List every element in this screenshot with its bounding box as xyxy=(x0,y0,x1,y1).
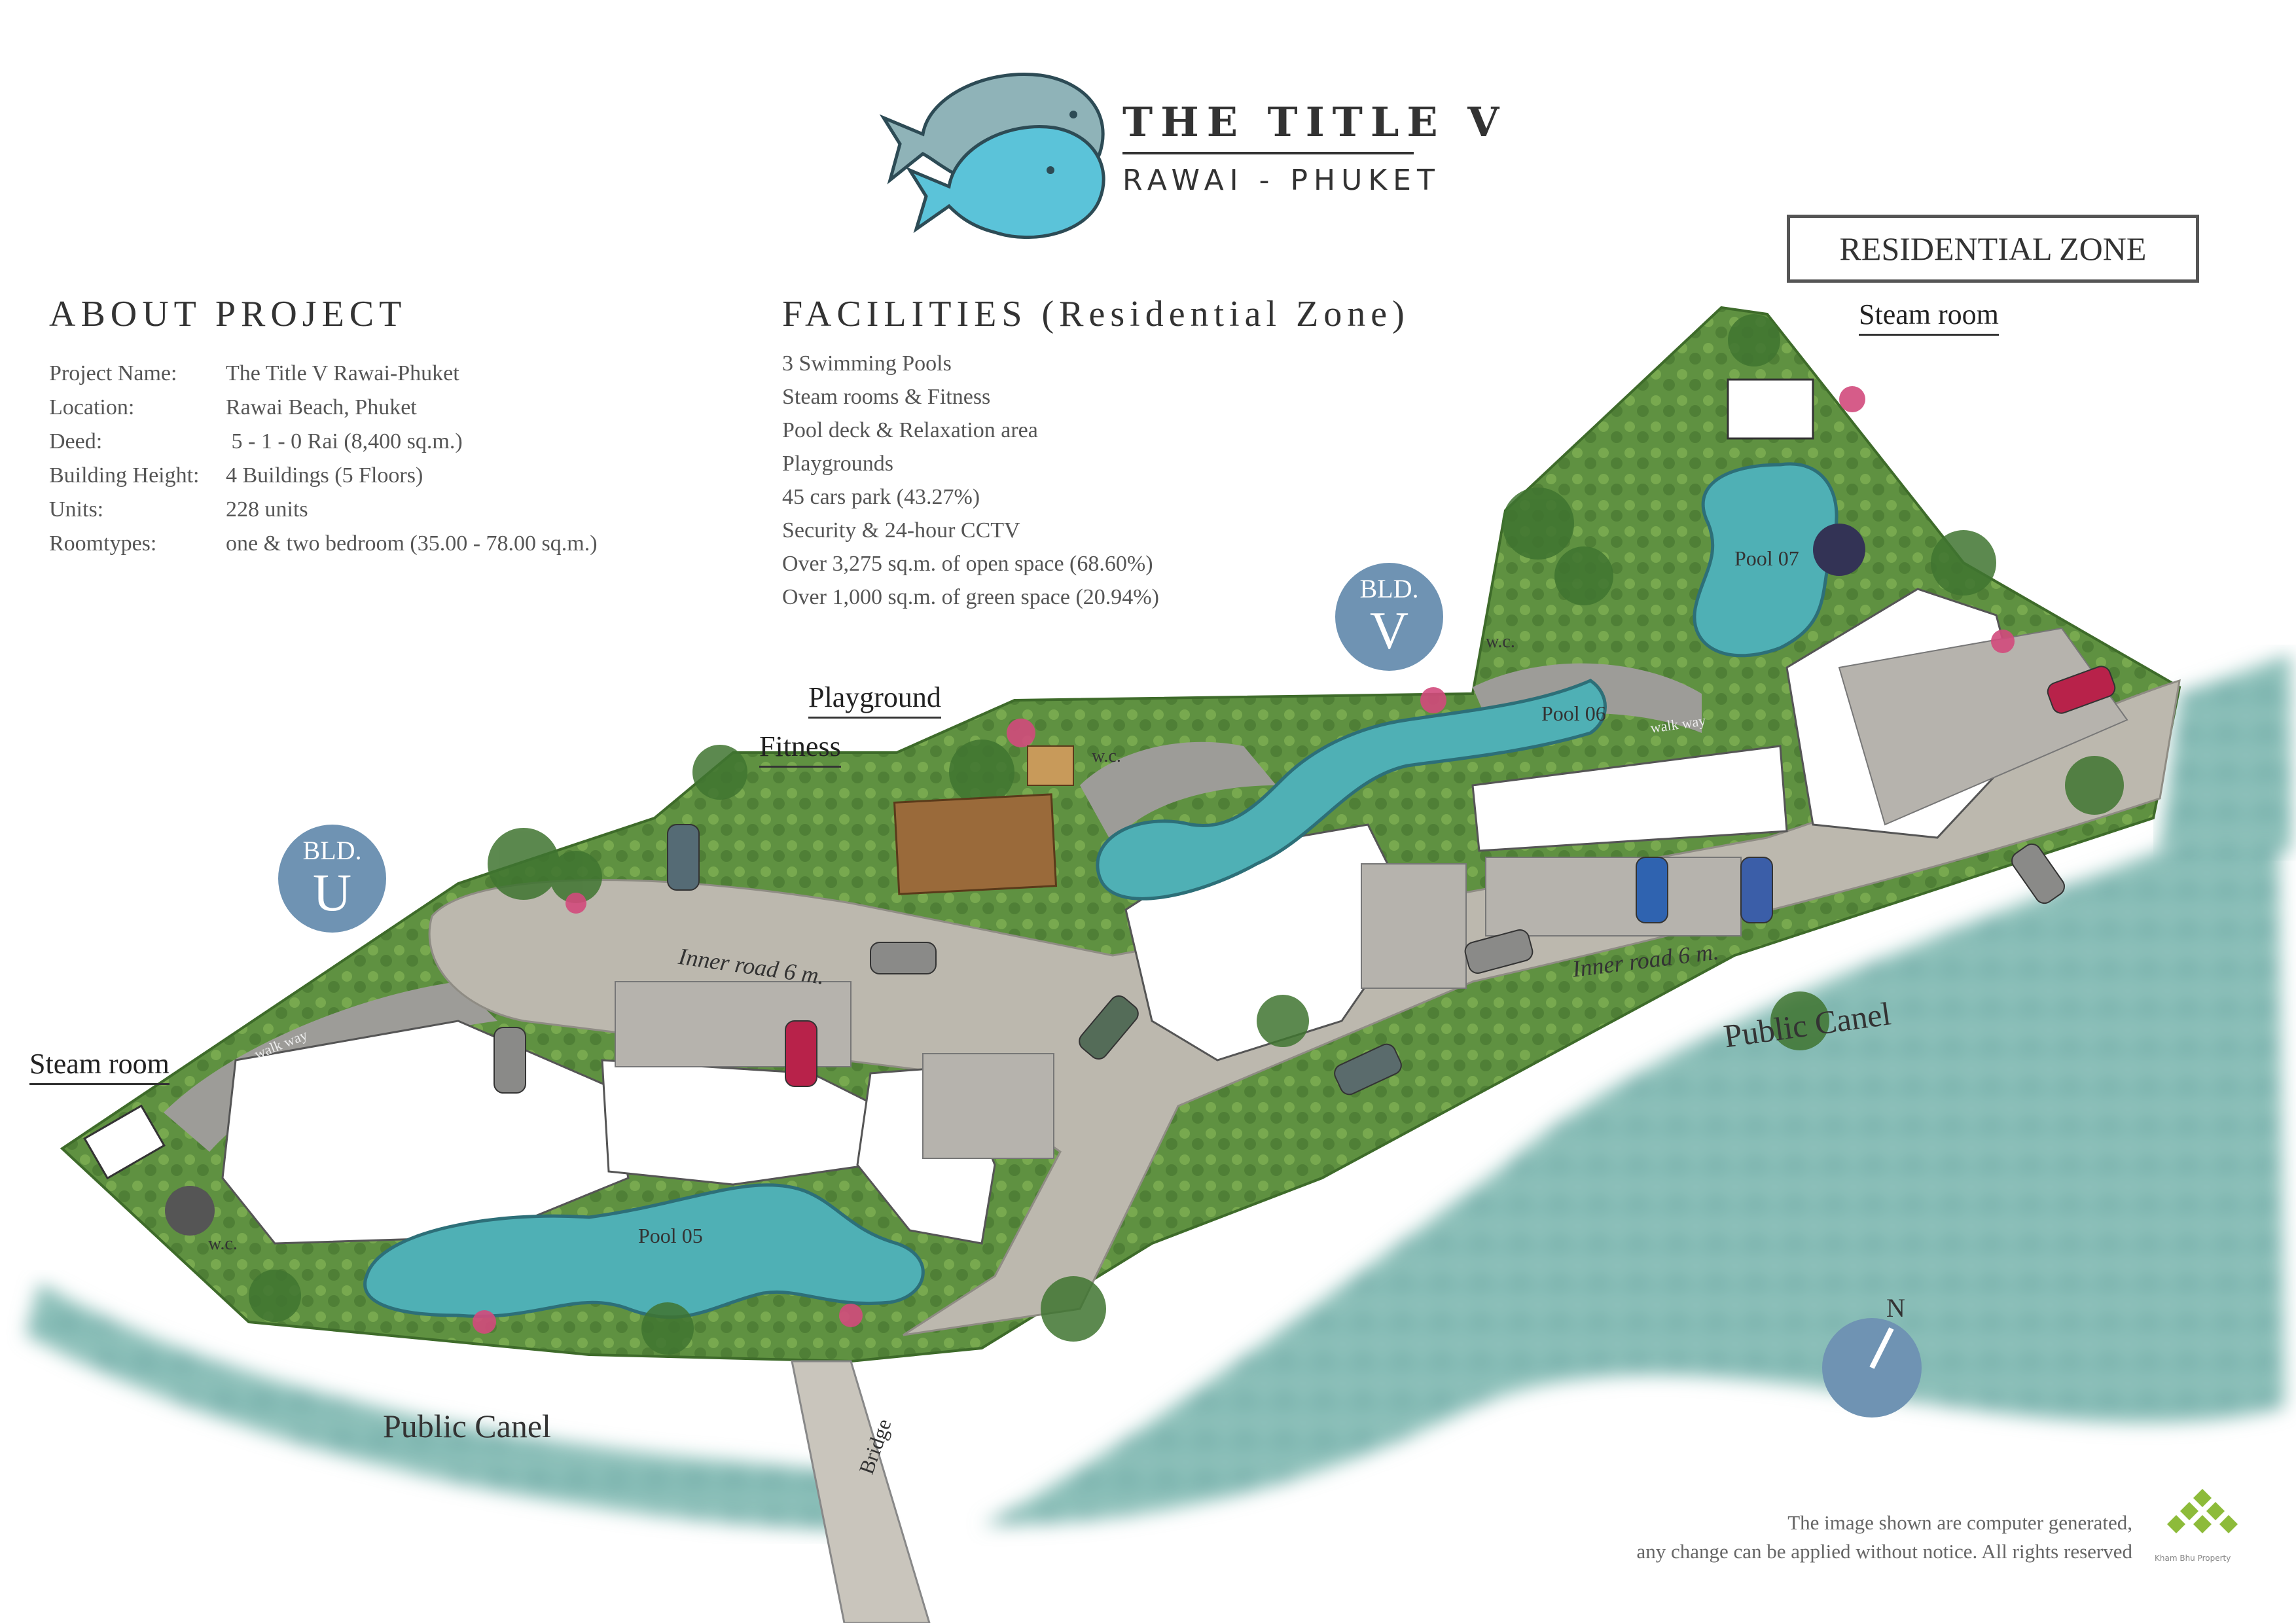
zone-label-box: RESIDENTIAL ZONE xyxy=(1787,215,2199,283)
facility-item: Over 1,000 sq.m. of green space (20.94%) xyxy=(782,585,1159,609)
about-label: Deed: xyxy=(49,429,103,454)
public-canal-bottom-label: Public Canel xyxy=(383,1408,551,1444)
project-title: THE TITLE V xyxy=(1122,98,1507,146)
bridge xyxy=(791,1360,931,1623)
disclaimer-line-1: The image shown are computer generated, xyxy=(1787,1511,2132,1534)
compass-icon xyxy=(1822,1318,1922,1418)
building-v-badge: BLD. V xyxy=(1335,563,1443,671)
about-value: The Title V Rawai-Phuket xyxy=(226,361,459,385)
pool-06-label: Pool 06 xyxy=(1541,702,1606,725)
building-u-badge: BLD. U xyxy=(278,825,386,933)
building-u-letter: U xyxy=(312,863,352,922)
trees xyxy=(249,314,2124,1355)
about-value: 228 units xyxy=(226,497,308,522)
about-label: Location: xyxy=(49,395,135,419)
facility-item: Steam rooms & Fitness xyxy=(782,385,991,409)
facilities-heading: FACILITIES (Residential Zone) xyxy=(782,294,1410,334)
public-canal-water xyxy=(26,654,2291,1531)
title-divider xyxy=(1122,152,1414,154)
facility-item: Over 3,275 sq.m. of open space (68.60%) xyxy=(782,552,1153,576)
about-label: Units: xyxy=(49,497,104,522)
developer-logo-text: Kham Bhu Property xyxy=(2155,1554,2231,1563)
about-row: Units: 228 units xyxy=(49,493,598,527)
flowering-shrubs xyxy=(473,386,2015,1334)
pool-06-water xyxy=(1096,679,1607,901)
facility-item: 45 cars park (43.27%) xyxy=(782,485,980,509)
about-label: Roomtypes: xyxy=(49,531,157,556)
about-row: Deed: 5 - 1 - 0 Rai (8,400 sq.m.) xyxy=(49,425,598,459)
about-label: Building Height: xyxy=(49,463,200,488)
fitness-label: Fitness xyxy=(759,730,841,768)
facility-item: Playgrounds xyxy=(782,452,893,476)
building-v-letter: V xyxy=(1369,601,1409,660)
disclaimer: The image shown are computer generated, … xyxy=(1636,1508,2132,1566)
pool-07-water xyxy=(1693,462,1839,658)
project-location-subtitle: RAWAI - PHUKET xyxy=(1122,164,1441,197)
developer-logo-icon xyxy=(2167,1489,2238,1533)
steam-room-left-label: Steam room xyxy=(29,1047,170,1085)
pool-05-label: Pool 05 xyxy=(638,1224,703,1247)
wc-top-label: w.c. xyxy=(1486,632,1515,652)
facility-item: Pool deck & Relaxation area xyxy=(782,418,1038,442)
facility-item: 3 Swimming Pools xyxy=(782,351,952,376)
pool-05-water xyxy=(363,1183,925,1319)
about-details: Project Name: The Title V Rawai-Phuket Lo… xyxy=(49,357,598,561)
about-value: 5 - 1 - 0 Rai (8,400 sq.m.) xyxy=(226,429,463,454)
facilities-list: 3 Swimming Pools Steam rooms & Fitness P… xyxy=(782,347,1159,614)
about-value: 4 Buildings (5 Floors) xyxy=(226,463,423,488)
wc-left-label: w.c. xyxy=(208,1234,238,1254)
facility-item: Security & 24-hour CCTV xyxy=(782,518,1020,543)
disclaimer-line-2: any change can be applied without notice… xyxy=(1636,1540,2132,1563)
fish-logo-icon xyxy=(879,73,1105,240)
pool-07-label: Pool 07 xyxy=(1734,546,1799,570)
playground-label: Playground xyxy=(808,681,941,719)
about-value: one & two bedroom (35.00 - 78.00 sq.m.) xyxy=(226,531,598,556)
north-label: N xyxy=(1886,1293,1905,1323)
wc-mid-label: w.c. xyxy=(1092,746,1121,766)
about-row: Building Height: 4 Buildings (5 Floors) xyxy=(49,459,598,493)
steam-room-top-label: Steam room xyxy=(1859,298,1999,336)
amenity-structures xyxy=(83,378,1865,1236)
building-u-prefix: BLD. xyxy=(302,836,362,865)
about-row: Project Name: The Title V Rawai-Phuket xyxy=(49,357,598,391)
building-v-prefix: BLD. xyxy=(1359,574,1419,603)
about-heading: ABOUT PROJECT xyxy=(49,294,407,334)
about-row: Roomtypes: one & two bedroom (35.00 - 78.… xyxy=(49,527,598,561)
about-label: Project Name: xyxy=(49,361,177,385)
about-row: Location: Rawai Beach, Phuket xyxy=(49,391,598,425)
cars xyxy=(493,666,2116,1096)
about-value: Rawai Beach, Phuket xyxy=(226,395,417,419)
pools xyxy=(363,462,1839,1319)
